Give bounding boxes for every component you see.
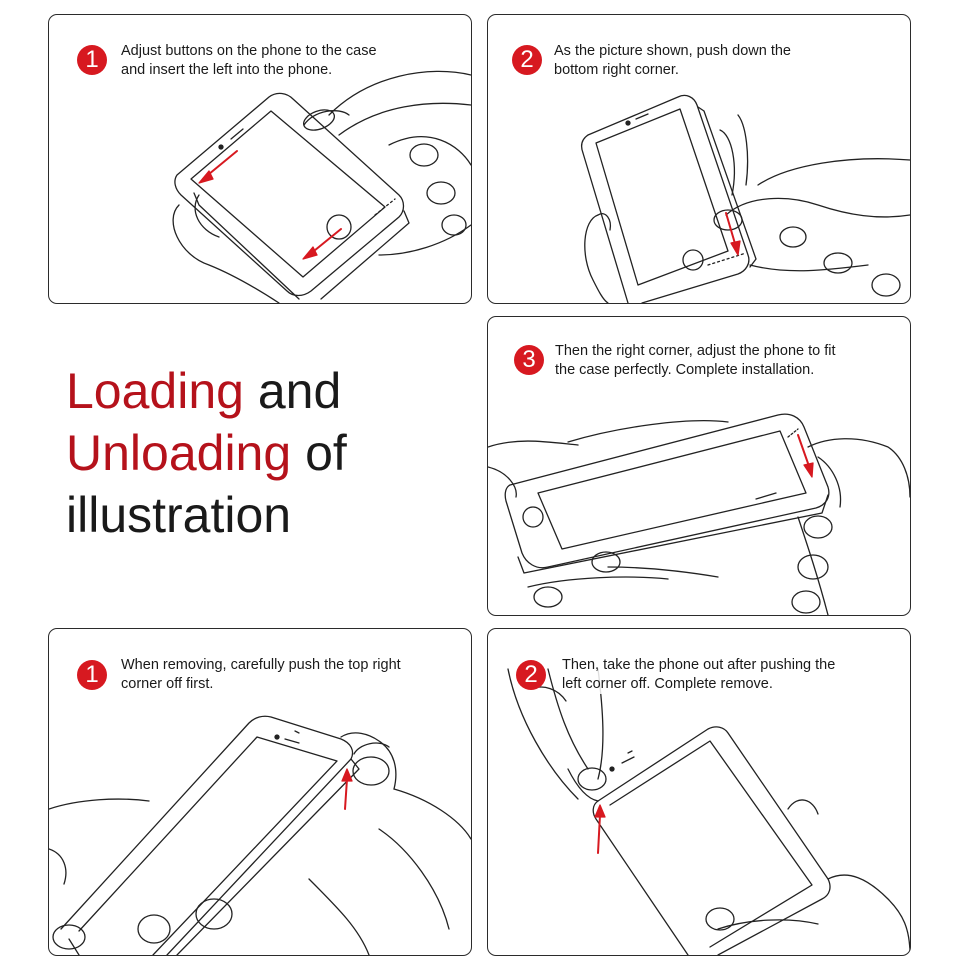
title-of: of xyxy=(291,425,347,481)
page-title: Loading and Unloading of illustration xyxy=(66,360,347,546)
illustration-adjust-right-corner xyxy=(488,413,910,615)
step-caption: As the picture shown, push down the bott… xyxy=(554,42,791,80)
step-number-badge: 1 xyxy=(77,660,107,690)
step-caption: Then the right corner, adjust the phone … xyxy=(555,342,836,380)
step-number-badge: 2 xyxy=(512,45,542,75)
step-caption: Then, take the phone out after pushing t… xyxy=(562,656,836,694)
step-caption: When removing, carefully push the top ri… xyxy=(121,656,401,694)
panel-load-step-2: 2 As the picture shown, push down the bo… xyxy=(487,14,911,304)
panel-remove-step-2: 2 Then, take the phone out after pushing… xyxy=(487,628,911,956)
panel-load-step-1: 1 Adjust buttons on the phone to the cas… xyxy=(48,14,472,304)
title-illustration: illustration xyxy=(66,487,292,543)
illustration-take-phone-out xyxy=(507,668,910,955)
illustration-insert-left xyxy=(172,70,471,303)
step-number-badge: 1 xyxy=(77,45,107,75)
title-loading: Loading xyxy=(66,363,244,419)
title-and: and xyxy=(243,363,342,419)
step-caption: Adjust buttons on the phone to the case … xyxy=(121,42,377,80)
illustration-push-top-right-off xyxy=(49,715,471,955)
panel-remove-step-1: 1 When removing, carefully push the top … xyxy=(48,628,472,956)
step-number-badge: 2 xyxy=(516,660,546,690)
illustration-push-bottom-right xyxy=(581,94,910,303)
step-number-badge: 3 xyxy=(514,345,544,375)
panel-load-step-3: 3 Then the right corner, adjust the phon… xyxy=(487,316,911,616)
title-unloading: Unloading xyxy=(66,425,292,481)
